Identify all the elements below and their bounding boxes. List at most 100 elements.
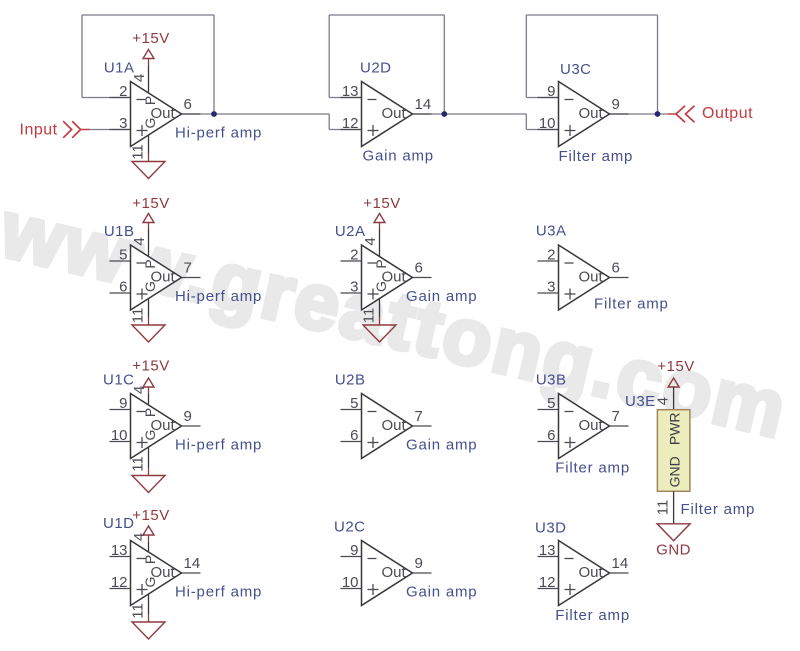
svg-text:P: P [373, 259, 389, 268]
svg-text:+15V: +15V [132, 30, 169, 47]
svg-text:6: 6 [415, 260, 423, 277]
svg-text:Hi-perf amp: Hi-perf amp [175, 125, 262, 142]
svg-text:U3E: U3E [625, 393, 656, 410]
svg-text:+15V: +15V [657, 358, 694, 375]
svg-text:Gain amp: Gain amp [406, 288, 477, 305]
svg-text:12: 12 [111, 574, 128, 591]
svg-text:14: 14 [184, 555, 201, 572]
svg-text:6: 6 [547, 427, 555, 444]
svg-text:Filter amp: Filter amp [555, 460, 630, 477]
svg-text:12: 12 [539, 574, 556, 591]
svg-text:U1D: U1D [103, 515, 135, 532]
svg-text:G: G [142, 118, 158, 129]
svg-text:6: 6 [350, 427, 358, 444]
svg-text:9: 9 [184, 408, 192, 425]
svg-text:13: 13 [342, 83, 359, 100]
svg-text:Output: Output [702, 105, 753, 122]
svg-text:U2C: U2C [334, 519, 366, 536]
svg-text:11: 11 [130, 603, 147, 619]
svg-text:Out: Out [579, 417, 604, 434]
svg-text:Out: Out [382, 269, 407, 286]
svg-text:6: 6 [119, 279, 127, 296]
svg-text:+15V: +15V [363, 195, 400, 212]
svg-text:2: 2 [350, 247, 358, 264]
svg-text:4: 4 [131, 386, 148, 394]
svg-text:11: 11 [130, 144, 147, 160]
svg-text:Out: Out [151, 105, 176, 122]
svg-text:13: 13 [111, 542, 128, 559]
svg-text:9: 9 [119, 395, 127, 412]
svg-text:3: 3 [547, 279, 555, 296]
svg-text:11: 11 [130, 308, 147, 324]
svg-text:Hi-perf amp: Hi-perf amp [175, 288, 262, 305]
svg-text:5: 5 [547, 395, 555, 412]
svg-text:U3C: U3C [560, 61, 592, 78]
svg-text:Out: Out [382, 417, 407, 434]
svg-text:3: 3 [350, 279, 358, 296]
svg-text:3: 3 [119, 115, 127, 132]
svg-text:14: 14 [415, 96, 432, 113]
svg-text:Out: Out [579, 105, 604, 122]
svg-text:7: 7 [415, 408, 423, 425]
svg-text:9: 9 [547, 83, 555, 100]
svg-text:Gain amp: Gain amp [406, 584, 477, 601]
svg-text:11: 11 [655, 500, 672, 516]
svg-text:7: 7 [612, 408, 620, 425]
svg-text:14: 14 [612, 555, 629, 572]
svg-text:Out: Out [151, 269, 176, 286]
svg-text:U1A: U1A [104, 60, 135, 77]
svg-text:Out: Out [151, 564, 176, 581]
svg-text:+15V: +15V [132, 195, 169, 212]
svg-text:6: 6 [612, 260, 620, 277]
svg-text:9: 9 [612, 96, 620, 113]
svg-text:12: 12 [342, 115, 359, 132]
svg-text:GND: GND [667, 456, 683, 487]
svg-text:U1C: U1C [103, 372, 135, 389]
svg-text:Hi-perf amp: Hi-perf amp [175, 584, 262, 601]
svg-text:Out: Out [579, 564, 604, 581]
svg-text:Input: Input [20, 122, 58, 139]
svg-text:Gain amp: Gain amp [406, 437, 477, 454]
svg-text:4: 4 [131, 74, 148, 82]
svg-text:G: G [142, 281, 158, 292]
svg-text:+15V: +15V [132, 507, 169, 524]
svg-text:5: 5 [119, 247, 127, 264]
svg-text:10: 10 [342, 574, 359, 591]
svg-text:10: 10 [111, 427, 128, 444]
svg-text:U2A: U2A [335, 223, 366, 240]
svg-text:2: 2 [547, 247, 555, 264]
svg-text:Out: Out [382, 105, 407, 122]
svg-text:5: 5 [350, 395, 358, 412]
svg-text:U3A: U3A [536, 222, 567, 239]
svg-text:P: P [142, 96, 158, 105]
svg-text:Out: Out [579, 269, 604, 286]
svg-text:11: 11 [361, 308, 378, 324]
svg-text:Filter amp: Filter amp [681, 501, 756, 518]
svg-text:Out: Out [151, 417, 176, 434]
svg-text:2: 2 [119, 83, 127, 100]
svg-text:11: 11 [130, 456, 147, 472]
svg-text:U2B: U2B [335, 372, 366, 389]
svg-text:P: P [142, 259, 158, 268]
svg-text:13: 13 [539, 542, 556, 559]
svg-text:P: P [142, 408, 158, 417]
svg-text:G: G [142, 430, 158, 441]
svg-text:Filter amp: Filter amp [594, 296, 669, 313]
svg-text:G: G [142, 577, 158, 588]
svg-text:6: 6 [184, 96, 192, 113]
svg-text:U3B: U3B [536, 371, 567, 388]
svg-text:PWR: PWR [667, 412, 683, 445]
svg-text:10: 10 [539, 115, 556, 132]
svg-text:4: 4 [655, 397, 672, 405]
svg-text:U2D: U2D [360, 59, 392, 76]
svg-text:U3D: U3D [535, 520, 567, 537]
svg-text:4: 4 [362, 237, 379, 245]
svg-text:9: 9 [350, 542, 358, 559]
svg-text:G: G [373, 281, 389, 292]
svg-text:GND: GND [656, 542, 691, 559]
svg-text:+15V: +15V [132, 358, 169, 375]
svg-text:Hi-perf amp: Hi-perf amp [175, 437, 262, 454]
svg-text:4: 4 [131, 237, 148, 245]
svg-text:Filter amp: Filter amp [559, 148, 634, 165]
svg-text:P: P [142, 555, 158, 564]
